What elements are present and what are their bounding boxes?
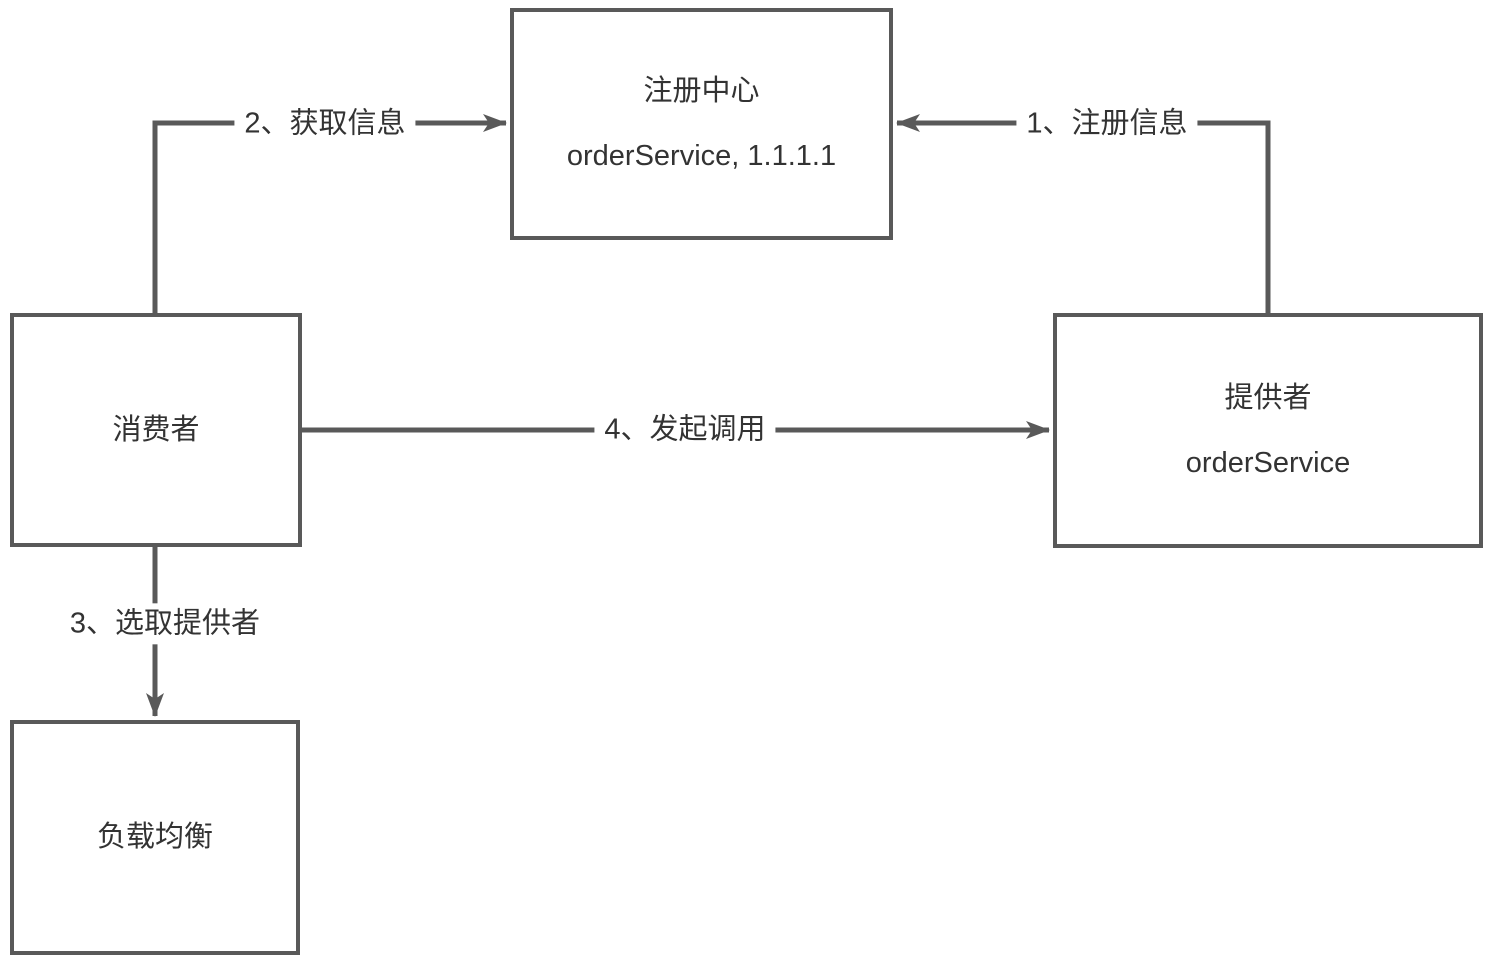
edge-label-register-info: 1、注册信息 (1016, 103, 1198, 145)
node-registry: 注册中心 orderService, 1.1.1.1 (510, 8, 893, 240)
node-provider-title: 提供者 (1224, 381, 1312, 414)
node-consumer: 消费者 (10, 313, 302, 547)
edge-label-select-provider: 3、选取提供者 (59, 603, 271, 645)
node-registry-title: 注册中心 (643, 75, 760, 107)
edge-fetch-info (152, 114, 507, 313)
node-provider: 提供者 orderService (1053, 313, 1483, 548)
node-provider-subtitle: orderService (1185, 446, 1351, 479)
edge-label-invoke-call: 4、发起调用 (594, 409, 776, 451)
edge-register-info (896, 114, 1271, 313)
node-registry-subtitle: orderService, 1.1.1.1 (566, 140, 837, 172)
node-load-balancer-title: 负载均衡 (96, 821, 213, 853)
edge-label-fetch-info: 2、获取信息 (234, 103, 416, 145)
node-consumer-title: 消费者 (112, 413, 200, 446)
node-load-balancer: 负载均衡 (10, 720, 300, 955)
